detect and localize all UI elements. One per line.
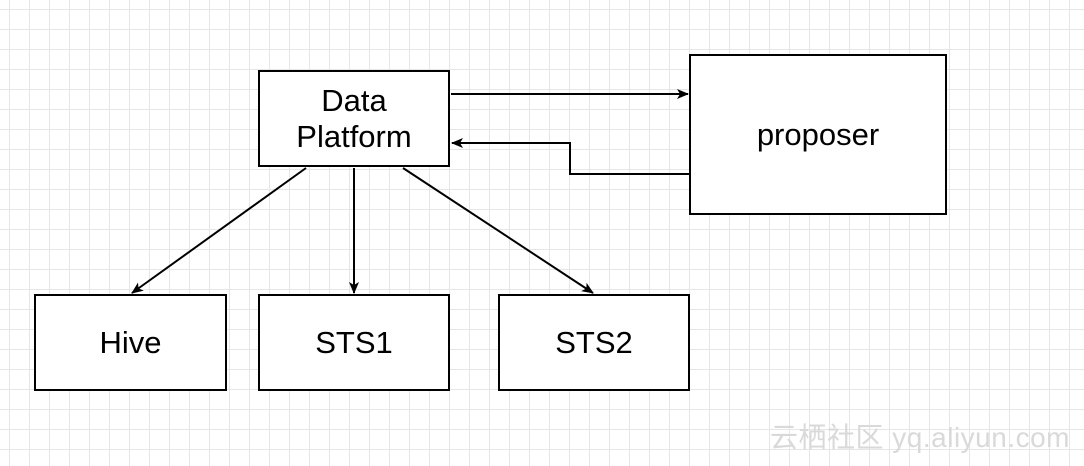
node-hive-label: Hive: [99, 324, 162, 360]
node-sts2[interactable]: STS2: [498, 294, 690, 391]
node-data-platform-label-line1: Data: [321, 82, 387, 118]
node-proposer-label: proposer: [756, 116, 880, 152]
watermark-text: 云栖社区 yq.aliyun.com: [770, 422, 1070, 453]
node-sts2-label: STS2: [555, 324, 633, 360]
edge-data-platform-to-hive: [131, 167, 307, 294]
node-sts1-label: STS1: [315, 324, 393, 360]
node-hive[interactable]: Hive: [34, 294, 227, 391]
node-proposer[interactable]: proposer: [689, 54, 947, 215]
node-sts1[interactable]: STS1: [258, 294, 450, 391]
edge-data-platform-to-sts2: [402, 167, 594, 294]
node-data-platform[interactable]: Data Platform: [258, 70, 450, 167]
edge-proposer-to-data-platform: [451, 138, 689, 175]
node-data-platform-label: Data Platform: [296, 83, 411, 154]
node-data-platform-label-line2: Platform: [296, 118, 412, 154]
